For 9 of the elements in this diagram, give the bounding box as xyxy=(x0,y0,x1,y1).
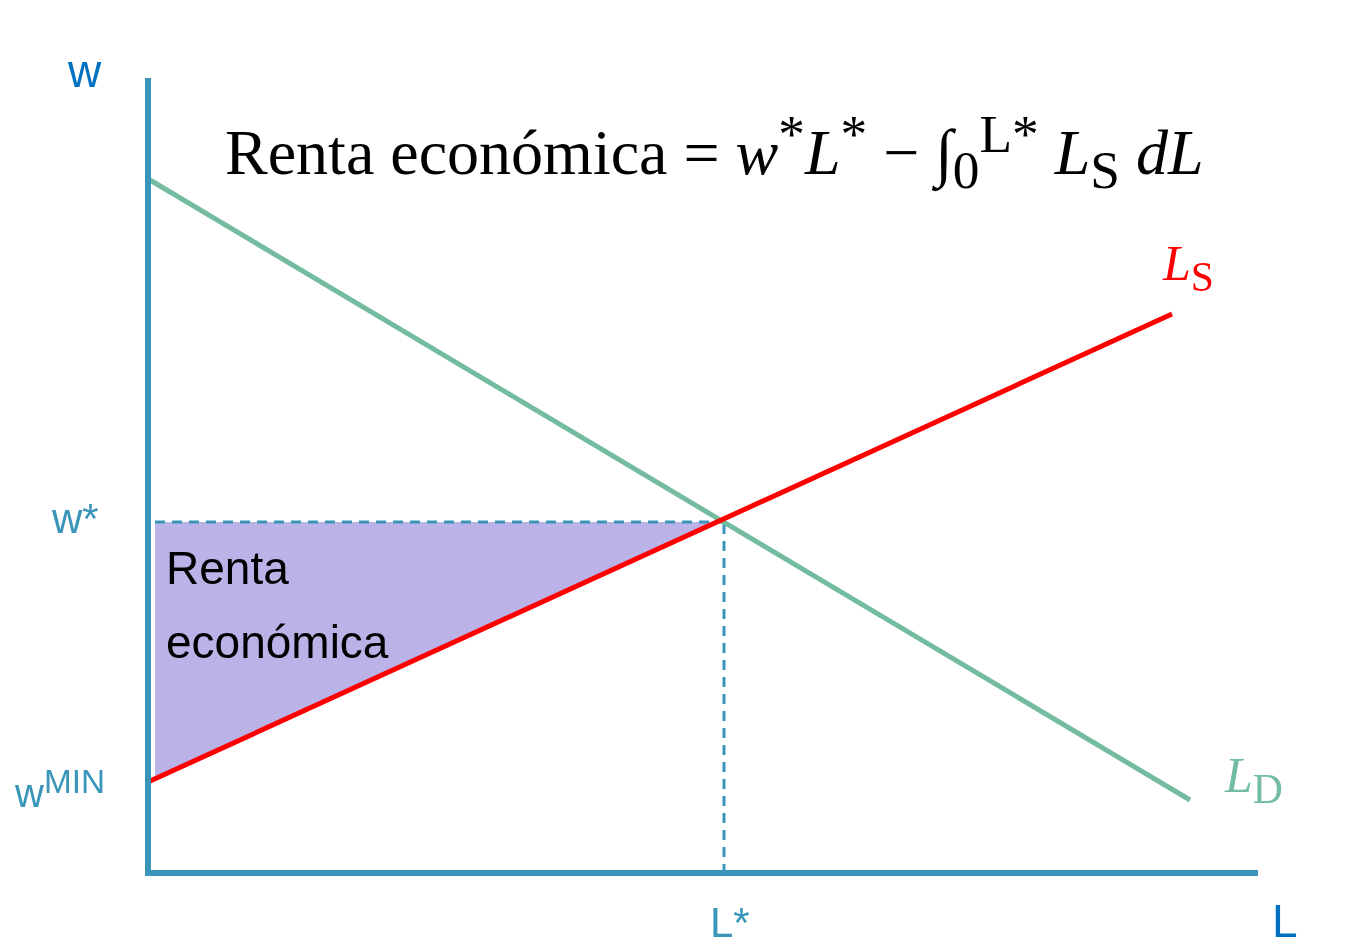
curve-label: L$_{D}$ xyxy=(1225,750,1283,811)
formula: Renta económica = w$^{*}$L$^{*}$ − ∫$_{0}$$^{L*}$ L$_{S}$ dL xyxy=(225,108,1204,198)
area-label: Renta económica xyxy=(166,541,390,670)
axis-label: L xyxy=(1272,898,1298,944)
axis-tick-label: w$^{MIN}$ xyxy=(15,765,105,814)
axis-tick-label: w* xyxy=(52,498,99,540)
axis-tick-label: L* xyxy=(710,902,750,944)
curve-label: L$_{S}$ xyxy=(1163,238,1214,299)
axis-label: w xyxy=(68,48,102,94)
